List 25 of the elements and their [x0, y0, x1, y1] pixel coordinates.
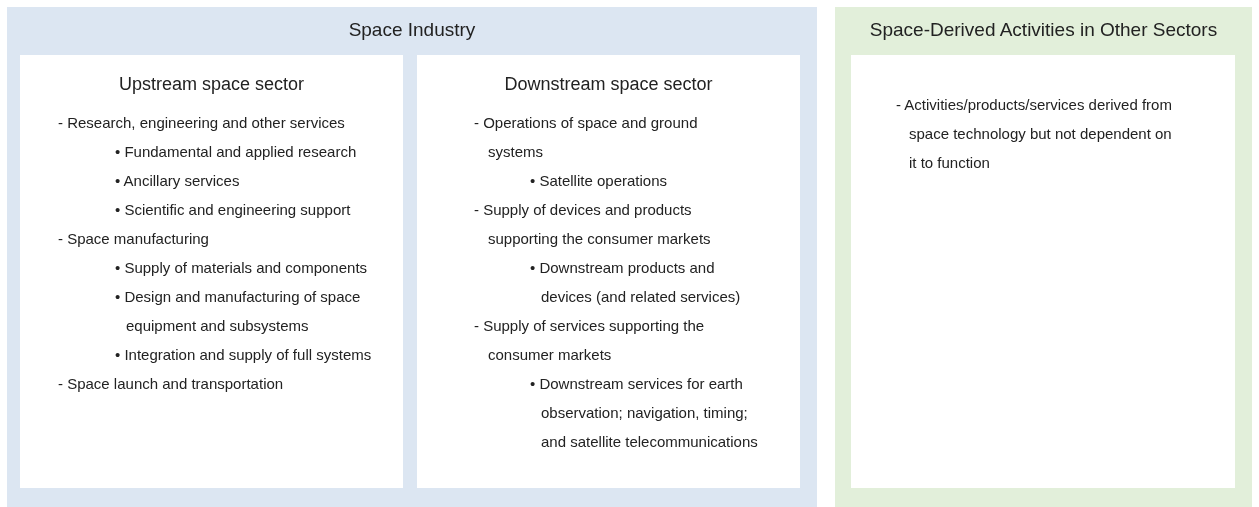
list-item: • Fundamental and applied research — [115, 142, 358, 162]
list-item: • Integration and supply of full systems — [115, 345, 373, 365]
list-item: • Supply of materials and components — [115, 258, 369, 278]
list-item: • Downstream products and devices (and related services) — [530, 258, 742, 307]
list-item: - Space launch and transportation — [58, 374, 285, 394]
sector-box — [851, 55, 1235, 488]
list-item: - Operations of space and ground systems — [474, 113, 699, 162]
panel-title: Space-Derived Activities in Other Sectors — [868, 19, 1219, 41]
list-item: • Scientific and engineering support — [115, 200, 352, 220]
list-item: - Supply of services supporting the consumer markets — [474, 316, 706, 365]
box-heading: Downstream space sector — [503, 74, 714, 95]
list-item: - Supply of devices and products supporting the consumer markets — [474, 200, 712, 249]
box-heading: Upstream space sector — [117, 74, 306, 95]
sector-panel — [7, 7, 817, 507]
list-item: • Ancillary services — [115, 171, 241, 191]
list-item: - Activities/products/services derived from space technology but not dependent on it to function — [896, 95, 1173, 173]
list-item: • Downstream services for earth observation; navigation, timing; and satellite telecommunications — [530, 374, 759, 452]
panel-title: Space Industry — [347, 19, 477, 41]
list-item: • Satellite operations — [530, 171, 668, 191]
sector-panel — [835, 7, 1252, 507]
list-item: - Research, engineering and other services — [58, 113, 346, 133]
sector-box — [417, 55, 800, 488]
list-item: • Design and manufacturing of space equipment and subsystems — [115, 287, 362, 336]
list-item: - Space manufacturing — [58, 229, 210, 249]
sector-box — [20, 55, 403, 488]
